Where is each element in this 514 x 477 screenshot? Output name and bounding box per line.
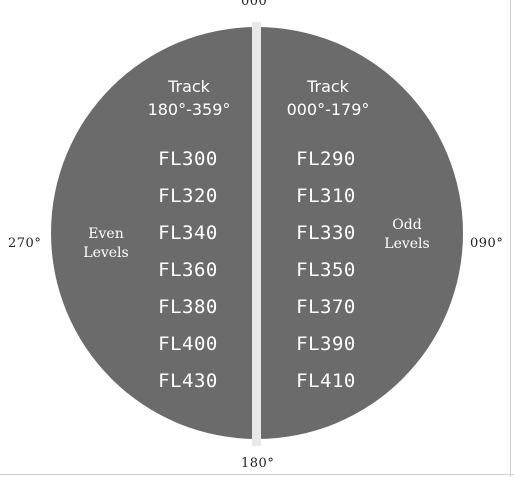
flight-level-item: FL360 xyxy=(158,259,218,281)
even-levels-line2: Levels xyxy=(83,245,129,261)
flight-level-item: FL400 xyxy=(158,333,218,355)
left-track-title: Track xyxy=(168,77,210,96)
flight-level-item: FL300 xyxy=(158,148,218,170)
heading-north-label: 000° xyxy=(241,0,275,9)
heading-east-label: 090° xyxy=(470,236,504,251)
left-track-range: 180°-359° xyxy=(147,100,231,119)
flight-level-item: FL410 xyxy=(296,370,356,392)
flight-level-item: FL380 xyxy=(158,296,218,318)
flight-level-item: FL310 xyxy=(296,185,356,207)
center-divider xyxy=(252,22,261,446)
even-levels-line1: Even xyxy=(88,226,124,242)
even-levels-label: Even Levels xyxy=(71,225,141,263)
odd-levels-label: Odd Levels xyxy=(372,216,442,254)
flight-level-item: FL390 xyxy=(296,333,356,355)
flight-level-item: FL330 xyxy=(296,222,356,244)
odd-levels-line2: Levels xyxy=(384,236,430,252)
right-track-title: Track xyxy=(307,77,349,96)
right-frame-edge xyxy=(510,0,511,477)
flight-level-item: FL320 xyxy=(158,185,218,207)
flight-level-item: FL370 xyxy=(296,296,356,318)
flight-level-item: FL430 xyxy=(158,370,218,392)
flight-level-item: FL290 xyxy=(296,148,356,170)
left-track-header: Track 180°-359° xyxy=(129,75,249,121)
odd-levels-line1: Odd xyxy=(392,217,422,233)
right-track-header: Track 000°-179° xyxy=(268,75,388,121)
right-track-range: 000°-179° xyxy=(286,100,370,119)
flight-level-item: FL340 xyxy=(158,222,218,244)
bottom-frame-edge xyxy=(0,474,514,475)
heading-west-label: 270° xyxy=(8,236,42,251)
flight-level-item: FL350 xyxy=(296,259,356,281)
heading-south-label: 180° xyxy=(241,456,275,471)
